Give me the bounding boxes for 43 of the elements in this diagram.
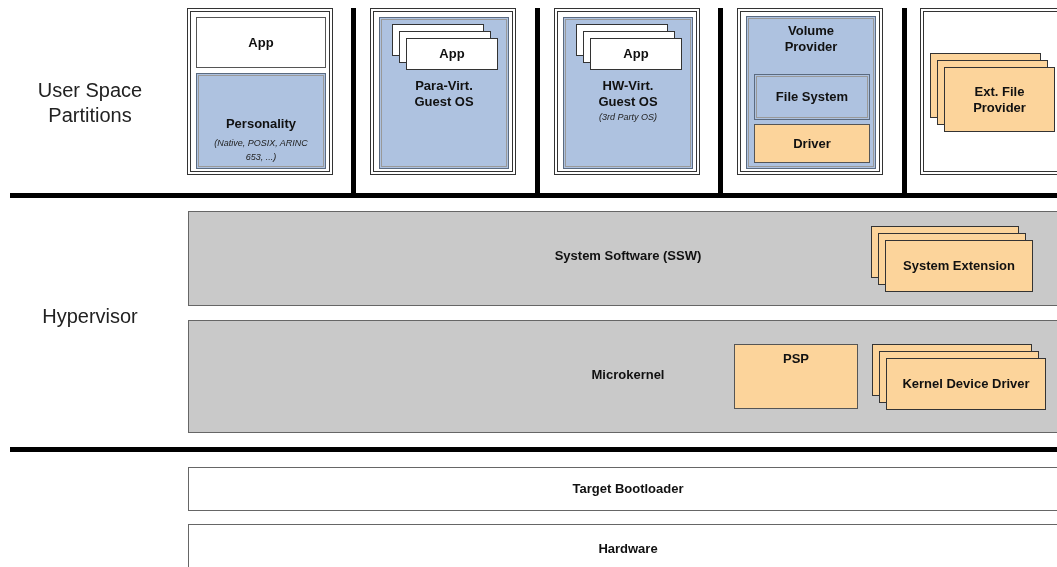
component-label: Driver [792, 135, 832, 152]
partition-box [920, 8, 1057, 175]
component-label: Personality [224, 116, 298, 132]
component-box [196, 73, 326, 169]
component-note: (3rd Party OS) [598, 111, 658, 124]
component-box [746, 16, 876, 169]
layer-band [188, 211, 1057, 306]
component-box [196, 17, 326, 68]
stacked-card [576, 24, 682, 70]
component-label: PSP [782, 351, 810, 367]
partition-box [370, 8, 516, 175]
layer-band [188, 467, 1057, 511]
component-box [379, 17, 509, 169]
component-label: System Extension [902, 258, 1016, 274]
stacked-card [871, 226, 1033, 292]
component-label: System Software (SSW) [553, 248, 703, 264]
component-label: HW-Virt. Guest OS [597, 78, 659, 110]
component-label: App [622, 46, 650, 62]
layer-band [188, 524, 1057, 567]
component-label: App [247, 34, 275, 51]
partition-box [554, 8, 700, 175]
component-box [563, 17, 693, 169]
layer-band [188, 320, 1057, 433]
partition-box [737, 8, 883, 175]
component-box [754, 124, 870, 163]
component-label: Target Bootloader [571, 481, 685, 497]
component-label: Kernel Device Driver [901, 376, 1031, 392]
partition-box [187, 8, 333, 175]
section-label: Hypervisor [41, 304, 139, 329]
component-label: Ext. File Provider [972, 83, 1027, 116]
component-label: App [438, 46, 466, 62]
component-box [734, 344, 858, 409]
component-note: (Native, POSIX, ARINC 653, ...) [213, 137, 309, 164]
component-label: Para-Virt. Guest OS [413, 78, 475, 110]
stacked-card [872, 344, 1046, 410]
stacked-card [930, 53, 1055, 132]
section-label: User Space Partitions [36, 78, 144, 128]
component-label: Microkernel [590, 367, 666, 383]
stacked-card [392, 24, 498, 70]
component-label: File System [774, 89, 850, 105]
component-label: Volume Provider [783, 23, 839, 55]
component-box [754, 74, 870, 120]
component-label: Hardware [597, 541, 659, 557]
